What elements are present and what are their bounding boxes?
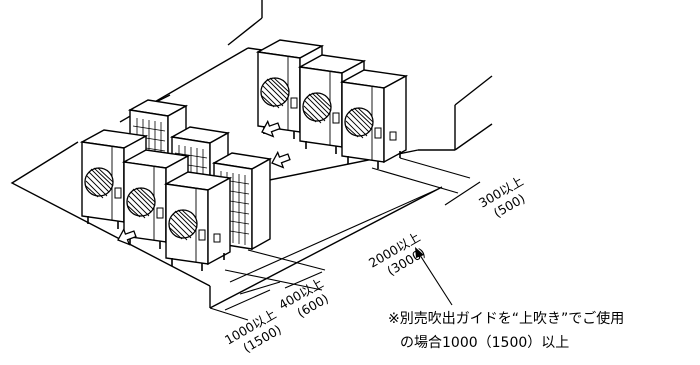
note-leader-arrow — [415, 247, 453, 306]
dim-back-clearance: 300以上 (500) — [476, 173, 528, 220]
note-line-1: ※別売吹出ガイドを“上吹き”でご使用 — [388, 310, 624, 327]
back-row-units — [257, 39, 407, 170]
outdoor-unit — [341, 69, 407, 170]
installation-note: ※別売吹出ガイドを“上吹き”でご使用 の場合1000（1500）以上 — [388, 310, 624, 351]
outdoor-unit — [165, 171, 231, 272]
dim-side-clearance: 2000以上 (3000) — [366, 229, 428, 278]
dim-between-rows: 400以上 (600) — [276, 275, 331, 320]
rear-wall — [227, 0, 493, 151]
note-line-2: の場合1000（1500）以上 — [400, 335, 569, 351]
dimension-lines — [209, 157, 481, 321]
airflow-arrow-icon — [268, 148, 293, 172]
